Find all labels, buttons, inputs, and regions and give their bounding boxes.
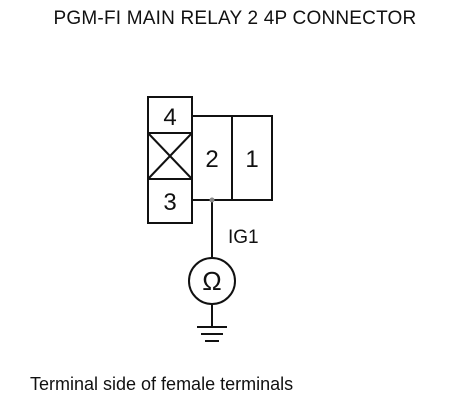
terminal-2-label: 2 [205, 146, 218, 173]
terminal-1-label: 1 [245, 146, 258, 173]
diagram-caption: Terminal side of female terminals [30, 374, 294, 394]
ohm-symbol: Ω [202, 266, 221, 296]
probe-contact-dot [209, 197, 215, 203]
terminal-4-label: 4 [163, 104, 176, 131]
diagram-title: PGM-FI MAIN RELAY 2 4P CONNECTOR [53, 8, 417, 29]
blank-cross-line-b [147, 132, 193, 180]
terminal-3-label: 3 [163, 189, 176, 216]
terminal-1-cell [231, 115, 273, 201]
wire-label: IG1 [228, 227, 259, 248]
